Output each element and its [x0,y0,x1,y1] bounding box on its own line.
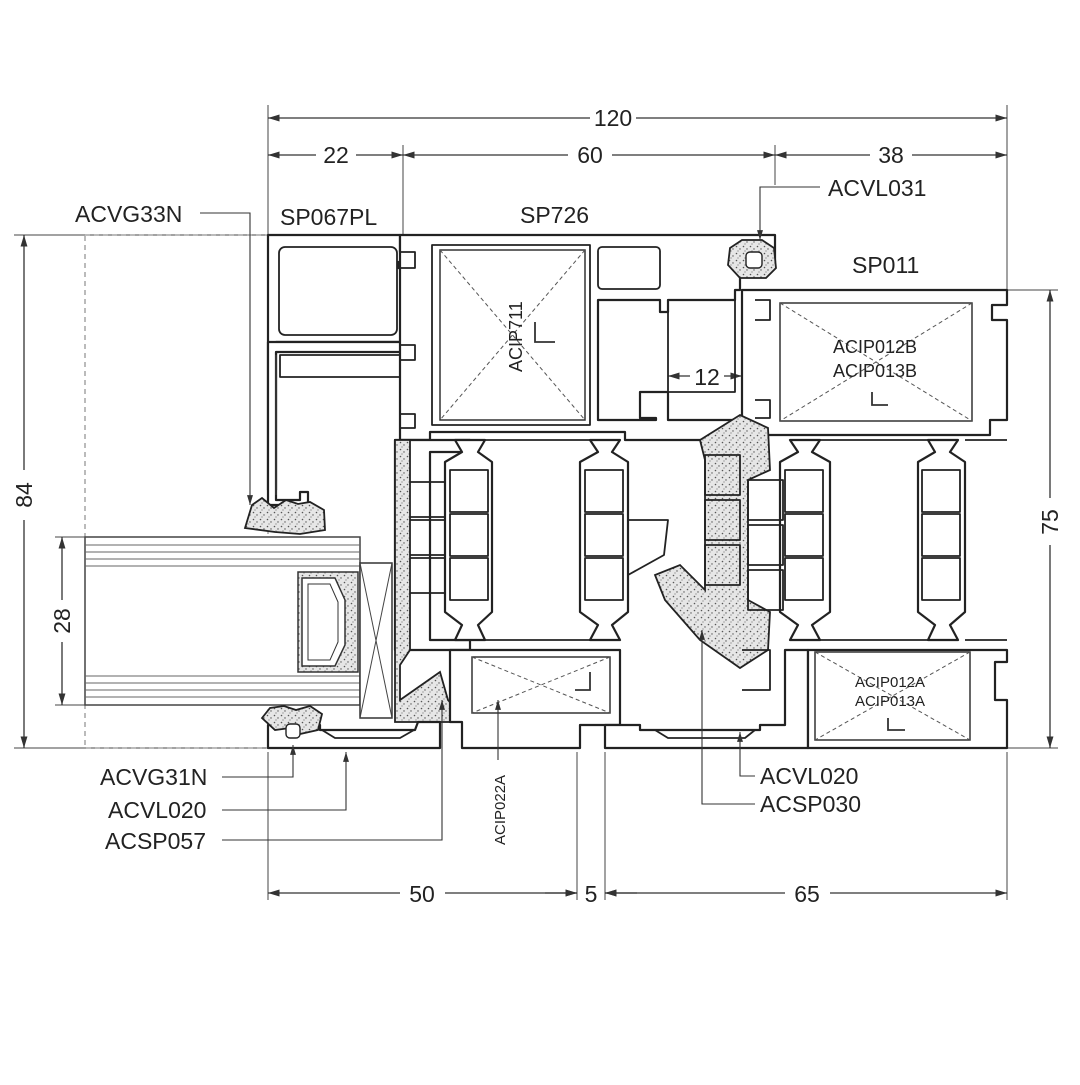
thermal-break-left [393,438,669,652]
part-labels: ACVG33N SP067PL SP726 ACVL031 SP011 ACIP… [75,175,926,854]
label-sp067pl: SP067PL [280,204,377,230]
thermal-break-right [778,438,1007,642]
dim-bottom-gap: 5 [585,881,598,907]
glass-unit [84,234,393,749]
label-acip022a: ACIP022A [492,775,509,845]
label-sp011: SP011 [852,252,919,278]
dim-middle-width: 60 [577,142,603,168]
dim-total-width: 120 [594,105,632,131]
dim-glass-thickness: 28 [49,608,75,634]
dim-height-right: 75 [1037,509,1063,535]
dimension-labels: 120 22 60 38 84 28 75 12 50 5 65 [11,105,1063,907]
label-acip711: ACIP711 [506,301,526,372]
sash-profile-sp726 [398,233,777,442]
label-acip013b: ACIP013B [833,361,917,381]
label-acvg31n: ACVG31N [100,764,207,790]
leader-lines [200,186,820,841]
gasket-acvg31n [260,705,324,735]
dim-gap: 12 [694,364,720,390]
dim-bottom-right: 65 [794,881,820,907]
gasket-acsp030 [653,413,771,670]
label-acip012b: ACIP012B [833,337,917,357]
dim-bottom-left: 50 [409,881,435,907]
label-acsp057: ACSP057 [105,828,206,854]
glazing-gasket-top [243,496,326,535]
dim-right-width: 38 [878,142,904,168]
bottom-profile-left [266,648,622,750]
bottom-profile-right [603,648,1009,750]
label-acvl020-left: ACVL020 [108,797,206,823]
dim-height-left: 84 [11,482,37,508]
label-acvl020-right: ACVL020 [760,763,858,789]
label-acip012a: ACIP012A [855,674,925,691]
dim-left-width: 22 [323,142,349,168]
label-acvg33n: ACVG33N [75,201,182,227]
label-acip013a: ACIP013A [855,693,925,710]
label-acsp030: ACSP030 [760,791,861,817]
profile-sp011 [740,288,1009,437]
label-sp726: SP726 [520,202,589,228]
label-acvl031: ACVL031 [828,175,926,201]
